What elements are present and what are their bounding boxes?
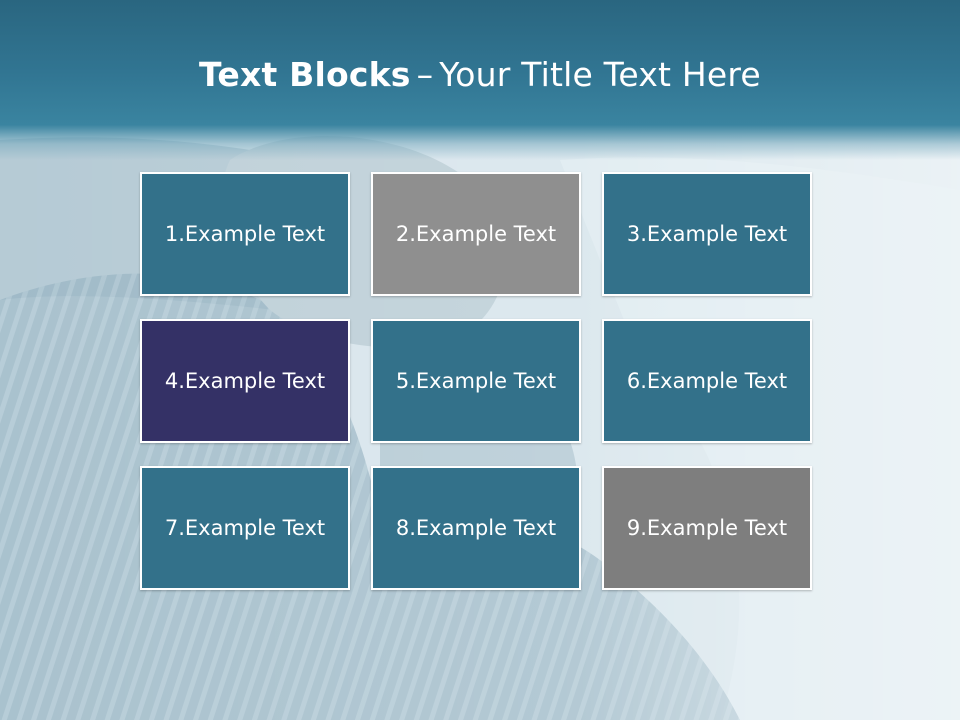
- text-block-label: 1.Example Text: [164, 222, 326, 246]
- text-block-1[interactable]: 1.Example Text: [140, 172, 350, 296]
- text-block-label: 6.Example Text: [626, 369, 788, 393]
- text-block-3[interactable]: 3.Example Text: [602, 172, 812, 296]
- text-block-5[interactable]: 5.Example Text: [371, 319, 581, 443]
- text-block-label: 4.Example Text: [164, 369, 326, 393]
- title-band: [0, 0, 960, 160]
- title-rest: Your Title Text Here: [439, 55, 761, 94]
- text-block-label: 7.Example Text: [164, 516, 326, 540]
- text-block-4[interactable]: 4.Example Text: [140, 319, 350, 443]
- slide-title: Text Blocks–Your Title Text Here: [0, 52, 960, 98]
- text-block-6[interactable]: 6.Example Text: [602, 319, 812, 443]
- title-separator: –: [416, 55, 434, 94]
- title-bold: Text Blocks: [199, 55, 411, 94]
- text-block-label: 3.Example Text: [626, 222, 788, 246]
- text-block-7[interactable]: 7.Example Text: [140, 466, 350, 590]
- text-block-2[interactable]: 2.Example Text: [371, 172, 581, 296]
- text-block-8[interactable]: 8.Example Text: [371, 466, 581, 590]
- text-block-label: 9.Example Text: [626, 516, 788, 540]
- text-block-label: 8.Example Text: [395, 516, 557, 540]
- text-block-label: 2.Example Text: [395, 222, 557, 246]
- text-block-label: 5.Example Text: [395, 369, 557, 393]
- text-block-9[interactable]: 9.Example Text: [602, 466, 812, 590]
